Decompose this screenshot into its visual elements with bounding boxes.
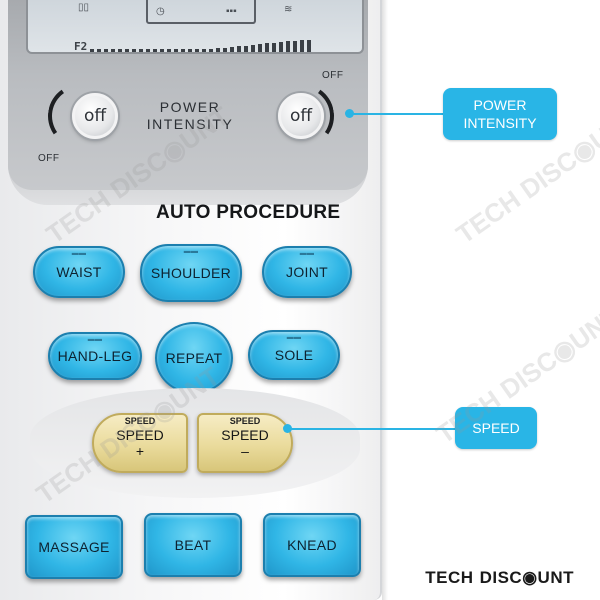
knead-button[interactable]: KNEAD — [263, 513, 361, 577]
lcd-bar — [90, 49, 94, 52]
hand-leg-button-label: HAND-LEG — [57, 348, 133, 364]
remote-controller: ▯▯ ◷ ▪▪▪ ≋ F2 off OFF off OFF POWER INTE… — [0, 0, 382, 600]
lcd-bar — [118, 49, 122, 52]
lcd-bar — [104, 49, 108, 52]
lcd-bar — [244, 45, 248, 52]
speed-callout: SPEED — [455, 407, 537, 449]
power-callout-line2: INTENSITY — [463, 115, 537, 131]
brand-part3: UNT — [537, 568, 574, 587]
sole-button-label: SOLE — [274, 347, 314, 363]
device-edge-shadow — [382, 0, 388, 600]
lcd-bar — [160, 49, 164, 52]
lcd-bar — [132, 49, 136, 52]
hand-leg-button-sublabel: ▬▬ — [87, 336, 103, 343]
right-power-knob[interactable]: off — [278, 93, 324, 139]
speed-minus-sign: – — [241, 443, 249, 459]
lcd-bar — [202, 49, 206, 52]
brand-part2: DISC — [479, 568, 523, 587]
power-callout-line — [352, 113, 444, 115]
lcd-bar — [174, 49, 178, 52]
lcd-bar — [146, 49, 150, 52]
joint-button[interactable]: ▬▬ JOINT — [262, 246, 352, 298]
lcd-bar — [307, 40, 311, 52]
hand-leg-button[interactable]: ▬▬ HAND-LEG — [48, 332, 142, 380]
lcd-bar — [195, 49, 199, 52]
lcd-display: ▯▯ ◷ ▪▪▪ ≋ F2 — [26, 0, 364, 54]
joint-button-sublabel: ▬▬ — [299, 250, 315, 257]
beat-button-label: BEAT — [174, 537, 212, 553]
lcd-body-icon: ▯▯ — [78, 2, 90, 13]
joint-button-label: JOINT — [286, 264, 328, 280]
massage-button[interactable]: MASSAGE — [25, 515, 123, 579]
lcd-bar — [258, 44, 262, 52]
shoulder-button-sublabel: ▬▬ — [183, 248, 199, 255]
lcd-bar — [111, 49, 115, 52]
speed-plus-sign: + — [135, 443, 145, 459]
waist-button[interactable]: ▬▬ WAIST — [33, 246, 125, 298]
lcd-mode-icon: ≋ — [284, 4, 293, 15]
brand-o-icon: ◉ — [522, 568, 538, 587]
lcd-bar — [216, 48, 220, 52]
lcd-bar — [286, 41, 290, 52]
control-panel: ▯▯ ◷ ▪▪▪ ≋ F2 off OFF off OFF POWER INTE… — [8, 0, 368, 190]
brand-logo: TECH DISC◉UNT — [425, 568, 574, 588]
lcd-bar — [272, 42, 276, 52]
speed-recess — [30, 388, 360, 498]
repeat-button[interactable]: REPEAT — [155, 322, 233, 394]
speed-minus-sublabel: SPEED — [229, 416, 261, 426]
lcd-bar — [300, 40, 304, 52]
repeat-button-label: REPEAT — [165, 350, 223, 366]
lcd-bar — [237, 46, 241, 52]
power-callout-dot — [345, 109, 354, 118]
lcd-wave-icon: ▪▪▪ — [226, 6, 237, 17]
lcd-intensity-bars — [90, 40, 311, 52]
speed-callout-dot — [283, 424, 292, 433]
knead-button-label: KNEAD — [287, 537, 337, 553]
waist-button-label: WAIST — [56, 264, 102, 280]
lcd-bar — [279, 42, 283, 52]
lcd-timer-icon: ◷ — [156, 6, 165, 17]
sole-button[interactable]: ▬▬ SOLE — [248, 330, 340, 380]
power-intensity-callout: POWER INTENSITY — [443, 88, 557, 140]
lcd-bar — [139, 49, 143, 52]
speed-plus-button[interactable]: SPEED SPEED + — [92, 413, 188, 473]
right-off-label: OFF — [322, 70, 344, 81]
auto-procedure-title: AUTO PROCEDURE — [156, 202, 341, 223]
power-label-line2: INTENSITY — [146, 116, 234, 132]
massage-button-label: MASSAGE — [38, 539, 110, 555]
speed-minus-button[interactable]: SPEED SPEED – — [197, 413, 293, 473]
shoulder-button[interactable]: ▬▬ SHOULDER — [140, 244, 242, 302]
left-off-label: OFF — [38, 153, 60, 164]
lcd-bar — [188, 49, 192, 52]
lcd-bar — [181, 49, 185, 52]
lcd-bar — [167, 49, 171, 52]
sole-button-sublabel: ▬▬ — [286, 334, 302, 341]
beat-button[interactable]: BEAT — [144, 513, 242, 577]
lcd-bar — [230, 46, 234, 52]
lcd-bar — [209, 49, 213, 52]
power-callout-line1: POWER — [473, 97, 527, 113]
waist-button-sublabel: ▬▬ — [71, 250, 87, 257]
speed-callout-line — [290, 428, 456, 430]
lcd-bar — [97, 49, 101, 52]
power-intensity-label: POWER INTENSITY — [130, 99, 250, 133]
lcd-bar — [265, 43, 269, 52]
lcd-bar — [251, 44, 255, 52]
speed-minus-label: SPEED — [221, 427, 269, 443]
power-label-line1: POWER — [159, 99, 221, 115]
lcd-bar — [153, 49, 157, 52]
brand-part1: TECH — [425, 568, 474, 587]
speed-plus-label: SPEED — [116, 427, 164, 443]
left-power-knob[interactable]: off — [72, 93, 118, 139]
lcd-bar — [293, 40, 297, 52]
lcd-bar — [125, 49, 129, 52]
speed-plus-sublabel: SPEED — [124, 416, 156, 426]
lcd-level-label: F2 — [74, 40, 88, 53]
shoulder-button-label: SHOULDER — [150, 265, 232, 281]
lcd-readout-frame: ◷ ▪▪▪ — [146, 0, 256, 24]
lcd-bar — [223, 47, 227, 52]
